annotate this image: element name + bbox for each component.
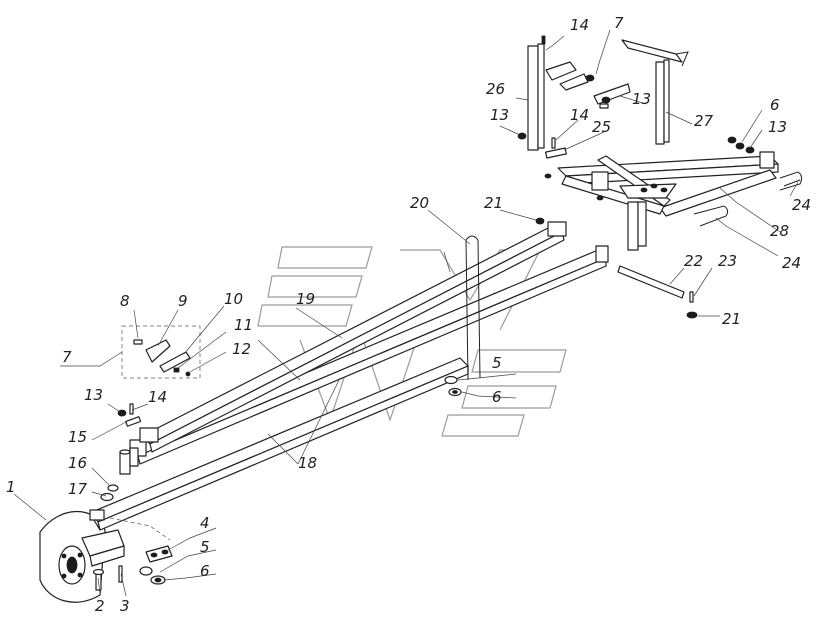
callout-3: 3 (120, 597, 130, 615)
post-fasteners (517, 132, 568, 225)
callout-17: 17 (68, 480, 88, 498)
callout-9: 9 (178, 292, 188, 310)
callout-6-middle: 6 (492, 388, 502, 406)
callout-21-rod: 21 (722, 310, 741, 328)
callout-6-top: 6 (770, 96, 780, 114)
left-fasteners (117, 403, 142, 427)
callout-24-top: 24 (792, 196, 811, 214)
callout-14-post: 14 (570, 106, 589, 124)
upper-beam (139, 221, 567, 453)
callout-labels: 1 2 3 4 5 5 6 6 6 7 7 8 9 10 11 12 13 13… (6, 14, 811, 615)
middle-beam (129, 245, 609, 465)
callout-24-bottom: 24 (782, 254, 801, 272)
front-uprights (119, 447, 139, 475)
callout-5-middle: 5 (492, 354, 502, 372)
part-7-detail-left (121, 325, 201, 379)
front-washers (100, 484, 119, 502)
callout-6-lower: 6 (200, 562, 210, 580)
callout-10: 10 (224, 290, 243, 308)
callout-2: 2 (95, 597, 105, 615)
callout-13-post: 13 (490, 106, 509, 124)
post-26 (527, 35, 631, 151)
callout-5-lower: 5 (200, 538, 210, 556)
leader-lines (13, 29, 799, 597)
callout-28: 28 (770, 222, 789, 240)
callout-13-mid: 13 (632, 90, 651, 108)
callout-14-left: 14 (148, 388, 167, 406)
callout-14-top: 14 (570, 16, 589, 34)
callout-18: 18 (298, 454, 317, 472)
callout-13-right: 13 (768, 118, 787, 136)
callout-11: 11 (234, 316, 253, 334)
callout-7-top: 7 (614, 14, 624, 32)
callout-22: 22 (684, 252, 703, 270)
callout-26: 26 (486, 80, 505, 98)
rod-22 (617, 265, 698, 319)
callout-13-left: 13 (84, 386, 103, 404)
wheel-bracket (81, 529, 173, 567)
callout-16: 16 (68, 454, 87, 472)
rear-frame (557, 151, 779, 251)
callout-20: 20 (410, 194, 429, 212)
callout-19: 19 (296, 290, 315, 308)
callout-25: 25 (592, 118, 611, 136)
callout-15: 15 (68, 428, 87, 446)
callout-1: 1 (6, 478, 16, 496)
part-20-rod (465, 235, 481, 381)
callout-12: 12 (232, 340, 251, 358)
callout-21-beam: 21 (484, 194, 503, 212)
bracket-27 (621, 39, 689, 145)
callout-7-left: 7 (62, 348, 72, 366)
u-bolts-24 (693, 171, 803, 227)
callout-8: 8 (120, 292, 130, 310)
wheel-fasteners (92, 565, 166, 591)
right-fasteners (727, 136, 755, 154)
callout-23: 23 (718, 252, 737, 270)
mid-fasteners (444, 375, 462, 397)
callout-4: 4 (200, 514, 210, 532)
callout-27: 27 (694, 112, 714, 130)
